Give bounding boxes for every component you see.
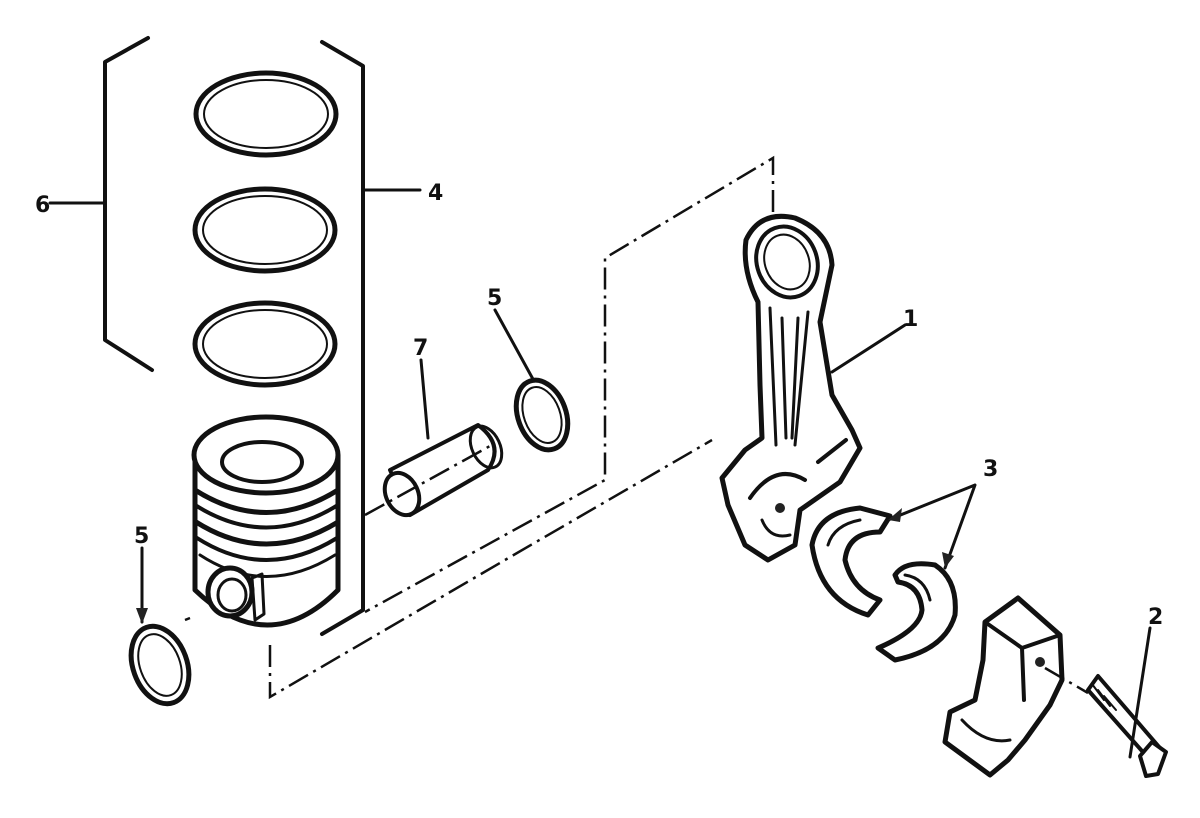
rod-cap-bolt [1086, 674, 1168, 778]
callout-6: 6 [35, 193, 50, 218]
snap-ring-left [128, 623, 192, 707]
piston-ring-top [193, 70, 339, 158]
bracket-right [320, 40, 422, 636]
bearing-shell-upper [809, 505, 893, 618]
callout-4: 4 [428, 181, 443, 206]
piston-ring-bottom [192, 300, 338, 388]
callout-7: 7 [413, 336, 428, 361]
connecting-rod [719, 213, 863, 563]
bracket-left [48, 36, 154, 372]
callout-labels: 1 2 3 4 5 5 6 7 [35, 181, 1163, 630]
callout-5-left: 5 [134, 524, 149, 549]
piston-ring-middle [192, 186, 338, 274]
piston [191, 414, 341, 628]
leader-lines [136, 308, 1152, 759]
callout-3: 3 [983, 457, 998, 482]
callout-1: 1 [903, 307, 918, 332]
assembly-centerlines [184, 155, 1089, 700]
callout-2: 2 [1148, 605, 1163, 630]
snap-ring-right [513, 377, 571, 453]
rod-cap [942, 595, 1065, 778]
callout-5-right: 5 [487, 286, 502, 311]
bearing-shell-lower [875, 561, 958, 663]
